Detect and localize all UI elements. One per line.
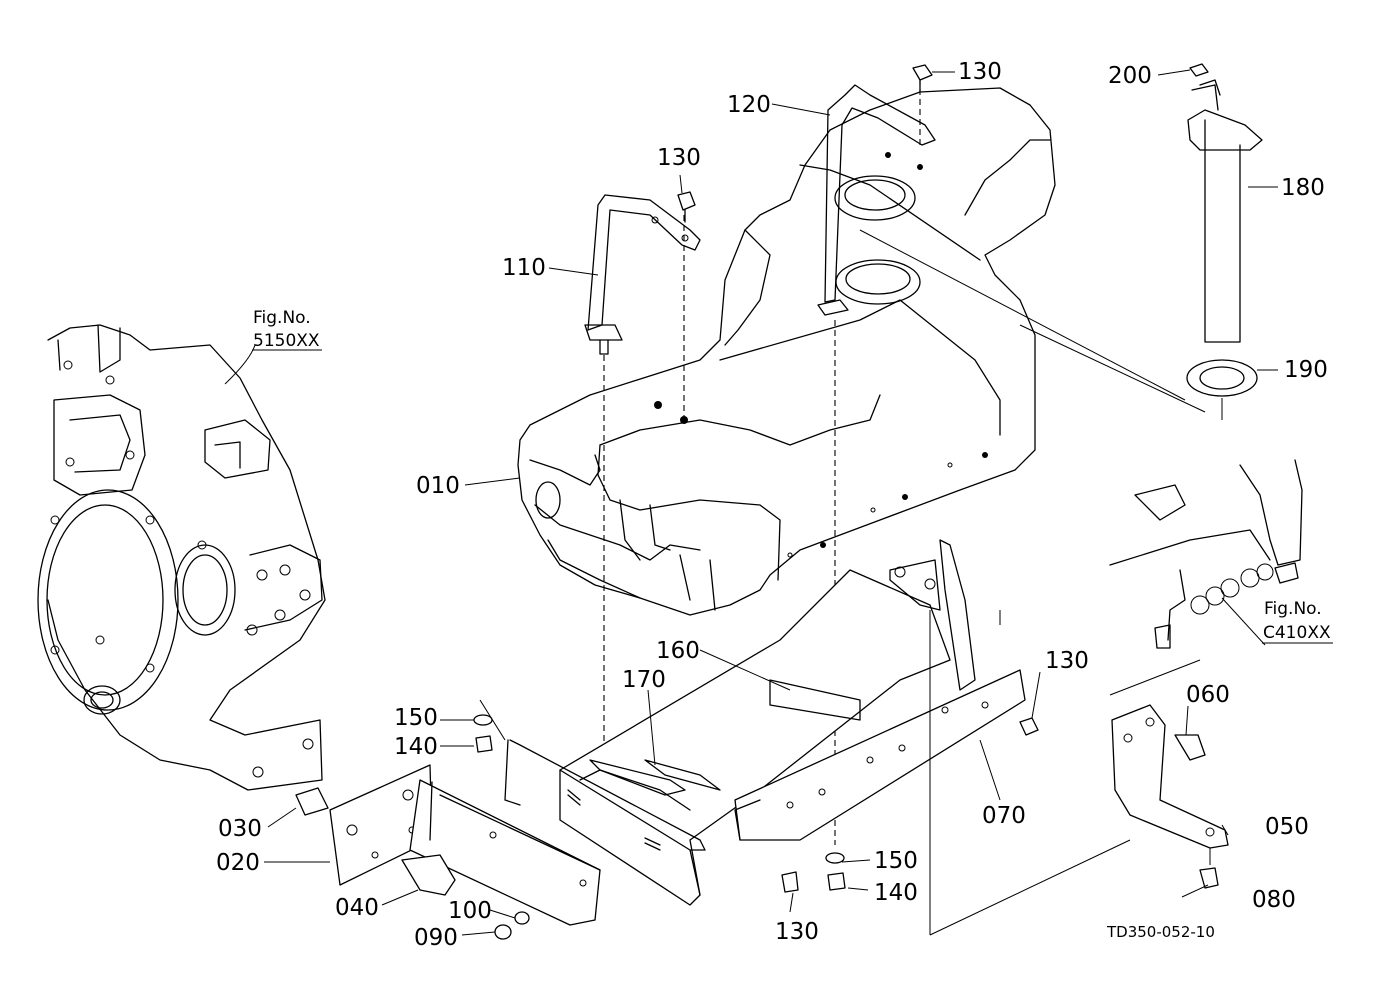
strap-110-drawing: [584, 194, 701, 770]
part-label-160: 160: [656, 638, 700, 664]
leader-lines: [224, 69, 1278, 936]
ref-left-number: 5150XX: [253, 331, 320, 351]
part-label-050: 050: [1265, 814, 1309, 840]
part-label-080: 080: [1252, 887, 1296, 913]
part-label-010: 010: [416, 473, 460, 499]
bracket-020-drawing: [329, 764, 601, 926]
part-label-130-bracket: 130: [1045, 648, 1089, 674]
tank-tray-drawing: [504, 569, 951, 906]
frame-section-drawing: [1109, 459, 1303, 649]
bracket-050-drawing: [1111, 704, 1229, 865]
part-label-170: 170: [622, 667, 666, 693]
drawing-code-text: TD350-052-10: [1106, 923, 1215, 941]
drawing-code: TD350-052-10: [1106, 923, 1215, 941]
part-label-030: 030: [218, 816, 262, 842]
figure-references: Fig.No. 5150XX Fig.No. C410XX: [252, 308, 1333, 644]
part-label-020: 020: [216, 850, 260, 876]
part-label-130-bottom: 130: [775, 919, 819, 945]
flywheel-housing-drawing: [37, 324, 326, 791]
fuel-gauge-unit-drawing: [1186, 63, 1263, 420]
part-label-130-strap: 130: [657, 145, 701, 171]
ref-right-title: Fig.No.: [1264, 599, 1322, 619]
strap-120-drawing: [817, 80, 936, 845]
ref-right-number: C410XX: [1263, 623, 1331, 643]
fuel-tank-drawing: [517, 87, 1056, 616]
part-label-100: 100: [448, 898, 492, 924]
part-label-200: 200: [1108, 63, 1152, 89]
part-label-090: 090: [414, 925, 458, 951]
part-label-060: 060: [1186, 682, 1230, 708]
part-label-110: 110: [502, 255, 546, 281]
part-label-150-right: 150: [874, 848, 918, 874]
part-label-140-left: 140: [394, 734, 438, 760]
bracket-070-drawing: [734, 539, 1026, 841]
part-label-190: 190: [1284, 357, 1328, 383]
part-label-120: 120: [727, 92, 771, 118]
fastener-drawings: [295, 64, 1219, 940]
ref-left-title: Fig.No.: [253, 308, 311, 328]
part-labels: 010 020 030 040 050 060 070 080 090 100 …: [216, 59, 1328, 951]
part-label-070: 070: [982, 803, 1026, 829]
part-label-150-left: 150: [394, 705, 438, 731]
part-label-140-right: 140: [874, 880, 918, 906]
part-label-040: 040: [335, 895, 379, 921]
part-label-180: 180: [1281, 175, 1325, 201]
part-label-130-top: 130: [958, 59, 1002, 85]
